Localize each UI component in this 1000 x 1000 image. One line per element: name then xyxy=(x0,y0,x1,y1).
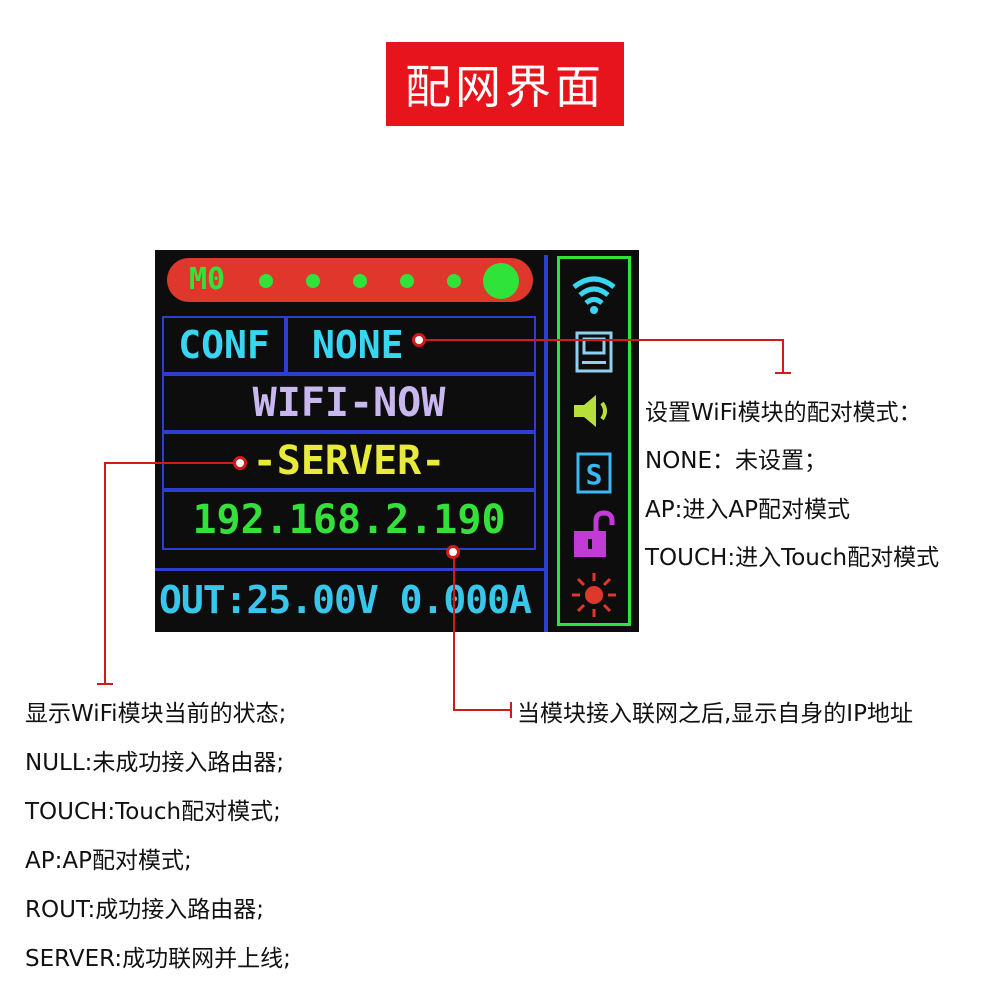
pairing-mode-note: AP:进入AP配对模式 xyxy=(645,497,850,523)
progress-dot xyxy=(353,274,367,288)
conf-label: CONF xyxy=(162,316,286,374)
server-status: -SERVER- xyxy=(162,432,536,490)
ip-address: 192.168.2.190 xyxy=(162,490,536,550)
output-readout: OUT:25.00V 0.000A xyxy=(159,578,532,622)
divider xyxy=(544,255,548,632)
mode-label: M0 xyxy=(189,262,226,297)
wifi-state-note: NULL:未成功接入路由器; xyxy=(25,750,285,776)
progress-dot xyxy=(306,274,320,288)
progress-dot xyxy=(447,274,461,288)
callout-line xyxy=(420,339,783,341)
s-box-icon: S xyxy=(576,452,612,494)
conf-value: NONE xyxy=(286,316,536,374)
wifi-icon xyxy=(572,276,616,314)
speaker-icon xyxy=(574,395,607,427)
callout-line xyxy=(775,372,791,374)
sun-icon xyxy=(572,573,616,617)
callout-point xyxy=(446,545,460,559)
callout-point xyxy=(412,333,426,347)
status-icon-panel: S xyxy=(557,256,631,626)
callout-line xyxy=(97,683,113,685)
display-icon xyxy=(575,331,613,373)
wifi-state-note: 显示WiFi模块当前的状态; xyxy=(25,701,287,727)
unlock-icon xyxy=(574,510,615,557)
mode-bar: M0 xyxy=(167,258,533,302)
ip-note: 当模块接入联网之后,显示自身的IP地址 xyxy=(517,701,913,727)
progress-dot xyxy=(400,274,414,288)
wifi-state-note: SERVER:成功联网并上线; xyxy=(25,946,291,972)
pairing-mode-note: 设置WiFi模块的配对模式： xyxy=(645,400,922,426)
divider xyxy=(155,568,545,571)
callout-line xyxy=(453,552,455,710)
title-banner: 配网界面 xyxy=(386,42,624,126)
progress-dot-active xyxy=(483,263,519,299)
callout-line xyxy=(104,462,106,684)
wifi-state-note: TOUCH:Touch配对模式; xyxy=(25,799,281,825)
callout-line xyxy=(453,709,511,711)
callout-line xyxy=(782,339,784,373)
wifi-state-note: ROUT:成功接入路由器; xyxy=(25,897,264,923)
callout-line xyxy=(104,462,241,464)
page-title: 配网界面 xyxy=(405,60,605,114)
callout-line xyxy=(510,702,512,718)
callout-point xyxy=(233,456,247,470)
progress-dot xyxy=(259,274,273,288)
wifi-status: WIFI-NOW xyxy=(162,374,536,432)
svg-text:S: S xyxy=(586,458,603,491)
pairing-mode-note: NONE：未设置； xyxy=(645,448,828,474)
device-screen: M0 CONF NONE WIFI-NOW -SERVER- 192.168.2… xyxy=(155,250,639,632)
wifi-state-note: AP:AP配对模式; xyxy=(25,848,192,874)
pairing-mode-note: TOUCH:进入Touch配对模式 xyxy=(645,545,940,571)
